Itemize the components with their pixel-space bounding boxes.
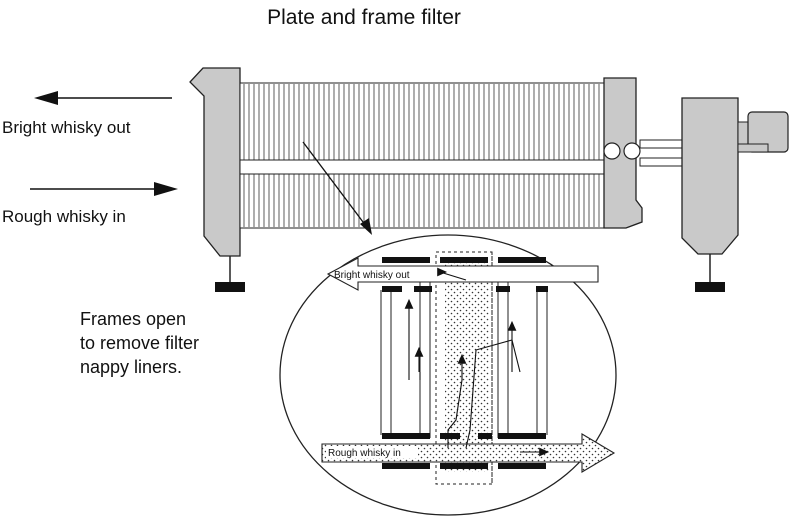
roller-1 <box>603 142 621 160</box>
rough-in-arrow <box>30 182 178 196</box>
moving-head <box>603 77 643 229</box>
bright-whisky-out-label: Bright whisky out <box>2 118 131 137</box>
right-foot <box>695 282 725 292</box>
rail-lower <box>639 157 683 167</box>
filter-cloth <box>445 262 489 472</box>
detail-bright-out-label: Bright whisky out <box>334 270 410 281</box>
rough-in-channel-arrow <box>321 433 616 473</box>
frames-note: Frames open to remove filter nappy liner… <box>80 309 204 377</box>
rail-upper <box>639 139 683 149</box>
roller-2 <box>623 142 641 160</box>
detail-view: Bright whisky out Rough whisky in <box>279 234 617 516</box>
motor-base <box>737 143 769 153</box>
rough-whisky-in-label: Rough whisky in <box>2 207 126 226</box>
plate-stack <box>239 82 605 229</box>
frames-note-line-1: Frames open <box>80 309 186 329</box>
bright-out-channel-arrow <box>326 257 599 291</box>
plate-lines <box>243 84 600 227</box>
left-foot <box>215 282 245 292</box>
frames-note-line-2: to remove filter <box>80 333 199 353</box>
page-title: Plate and frame filter <box>267 6 461 29</box>
frames-note-line-3: nappy liners. <box>80 357 182 377</box>
left-end-head <box>189 67 241 257</box>
detail-pointer-arrow <box>302 141 372 235</box>
tie-rod <box>239 159 605 175</box>
detail-rough-in-label: Rough whisky in <box>328 448 401 459</box>
bright-out-arrow <box>34 91 172 105</box>
right-end-head <box>681 97 739 255</box>
flow-arrows <box>404 267 550 457</box>
filter-press <box>189 67 789 292</box>
